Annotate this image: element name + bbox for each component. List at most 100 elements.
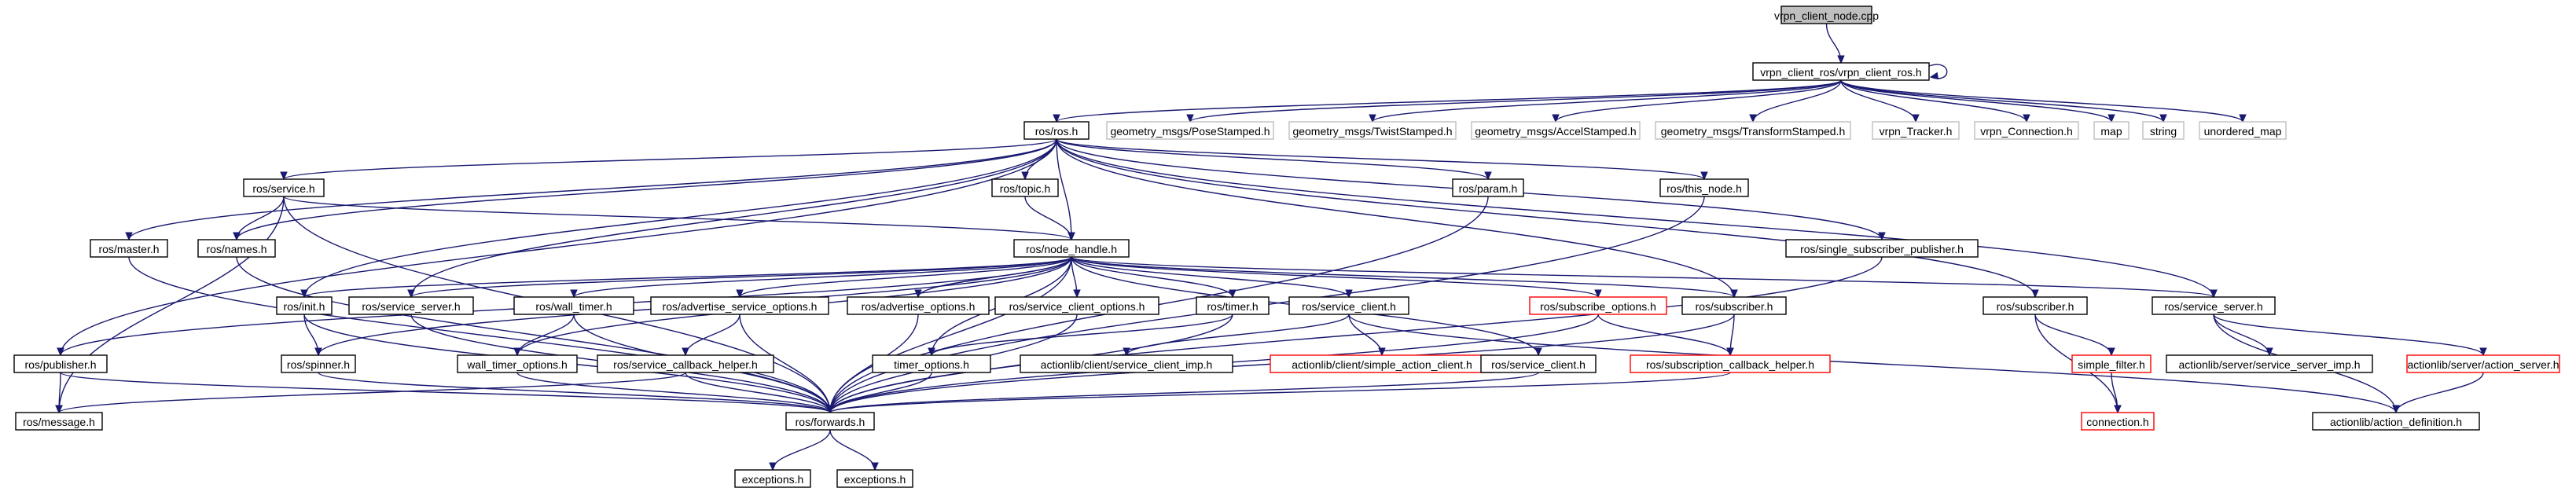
node-wto[interactable]: wall_timer_options.h <box>457 354 578 373</box>
edge-arrowhead <box>513 347 521 357</box>
node-box <box>13 354 108 373</box>
node-vcr[interactable]: vrpn_client_ros/vrpn_client_ros.h <box>1752 62 1930 81</box>
node-ao[interactable]: ros/advertise_options.h <box>847 296 990 315</box>
edge-master-to-fwd <box>128 256 834 414</box>
node-sserv1[interactable]: ros/service_server.h <box>348 296 474 315</box>
edge-fwd-to-exc1 <box>769 429 831 471</box>
node-thisnode[interactable]: ros/this_node.h <box>1659 178 1749 197</box>
edge-arrowhead <box>871 462 879 471</box>
node-label: ros/publisher.h <box>24 358 96 371</box>
edge-line <box>2395 372 2484 413</box>
node-sub1[interactable]: ros/subscriber.h <box>1681 296 1787 315</box>
node-label: geometry_msgs/TwistStamped.h <box>1292 125 1452 138</box>
node-box <box>1974 121 2079 140</box>
node-box <box>1780 6 1872 24</box>
edge-vcr-to-str <box>1840 79 2167 123</box>
node-label: map <box>2100 125 2122 138</box>
node-sco[interactable]: ros/service_client_options.h <box>994 296 1159 315</box>
node-exc1[interactable]: exceptions.h <box>734 469 811 488</box>
node-box <box>281 354 356 373</box>
node-acsac[interactable]: actionlib/client/simple_action_client.h <box>1270 354 1494 373</box>
node-sf[interactable]: simple_filter.h <box>2071 354 2152 373</box>
node-label: ros/topic.h <box>1000 182 1051 195</box>
node-subopt[interactable]: ros/subscribe_options.h <box>1529 296 1667 315</box>
node-timer[interactable]: ros/timer.h <box>1196 296 1270 315</box>
edge-ros-to-service <box>280 138 1057 181</box>
node-box <box>785 412 875 431</box>
node-box <box>991 178 1059 197</box>
edge-line <box>772 429 831 471</box>
node-spinner[interactable]: ros/spinner.h <box>281 354 356 373</box>
node-sc2[interactable]: ros/service_client.h <box>1480 354 1597 373</box>
edge-line <box>917 256 1072 298</box>
edge-arrowhead <box>1123 347 1130 357</box>
node-subcb[interactable]: ros/subscription_callback_helper.h <box>1630 354 1831 373</box>
edge-line <box>1056 138 1072 240</box>
node-label: unordered_map <box>2204 125 2282 138</box>
edge-line <box>236 256 831 413</box>
edge-line <box>829 429 876 471</box>
node-names[interactable]: ros/names.h <box>197 239 276 258</box>
edge-arrowhead <box>1229 289 1237 299</box>
edge-arrowhead <box>1878 232 1886 241</box>
edge-arrowhead <box>769 462 777 471</box>
node-param[interactable]: ros/param.h <box>1452 178 1524 197</box>
node-master[interactable]: ros/master.h <box>90 239 168 258</box>
edge-line <box>829 256 1072 413</box>
node-label: ros/subscriber.h <box>1696 300 1773 313</box>
node-acsci[interactable]: actionlib/client/service_client_imp.h <box>1020 354 1233 373</box>
node-msg[interactable]: ros/message.h <box>15 412 103 431</box>
edge-line <box>739 256 1072 298</box>
node-ssp[interactable]: ros/single_subscriber_publisher.h <box>1785 239 1979 258</box>
node-fwd[interactable]: ros/forwards.h <box>785 412 875 431</box>
node-aad[interactable]: actionlib/action_definition.h <box>2312 412 2480 431</box>
node-label: ros/forwards.h <box>796 416 865 428</box>
edge-line <box>58 372 686 413</box>
node-vcn: vrpn_Connection.h <box>1974 121 2079 140</box>
node-exc2[interactable]: exceptions.h <box>836 469 913 488</box>
node-box <box>1983 296 2088 315</box>
edge-aas-to-aad <box>2392 372 2484 414</box>
edge-line <box>1071 256 1735 298</box>
node-service[interactable]: ros/service.h <box>243 178 325 197</box>
node-box <box>1023 121 1090 140</box>
edge-arrowhead <box>1068 232 1075 241</box>
node-gts: geometry_msgs/TwistStamped.h <box>1288 121 1457 140</box>
node-aso[interactable]: ros/advertise_service_options.h <box>650 296 829 315</box>
node-label: connection.h <box>2086 416 2148 428</box>
edge-arrowhead <box>682 347 689 357</box>
node-label: actionlib/action_definition.h <box>2330 416 2462 428</box>
node-ros[interactable]: ros/ros.h <box>1023 121 1090 140</box>
edge-arrowhead <box>736 289 744 299</box>
node-label: actionlib/client/service_client_imp.h <box>1041 358 1213 371</box>
node-root[interactable]: vrpn_client_node.cpp <box>1774 6 1879 24</box>
node-label: ros/param.h <box>1459 182 1518 195</box>
node-sc1[interactable]: ros/service_client.h <box>1288 296 1409 315</box>
node-conn[interactable]: connection.h <box>2081 412 2155 431</box>
node-wt[interactable]: ros/wall_timer.h <box>513 296 634 315</box>
edge-ros-to-sserv2 <box>1056 138 2218 299</box>
node-aas[interactable]: actionlib/server/action_server.h <box>2406 354 2560 373</box>
edge-subcb-to-fwd <box>826 372 1731 414</box>
edge-arrowhead <box>1726 347 1734 357</box>
node-to[interactable]: timer_options.h <box>872 354 991 373</box>
node-sserv2[interactable]: ros/service_server.h <box>2152 296 2276 315</box>
node-topic[interactable]: ros/topic.h <box>991 178 1059 197</box>
node-sch[interactable]: ros/service_callback_helper.h <box>597 354 774 373</box>
edge-arrowhead <box>1749 114 1757 123</box>
node-label: ros/service_server.h <box>2164 300 2262 313</box>
node-nh[interactable]: ros/node_handle.h <box>1013 239 1130 258</box>
edge-line <box>1189 79 1842 123</box>
node-sub2[interactable]: ros/subscriber.h <box>1983 296 2088 315</box>
node-pub[interactable]: ros/publisher.h <box>13 354 108 373</box>
node-box <box>2406 354 2560 373</box>
edge-arrowhead <box>1021 171 1029 181</box>
edge-vcr-to-vcn <box>1840 79 2030 123</box>
node-box <box>847 296 990 315</box>
edge-nh-to-sub1 <box>1071 256 1738 299</box>
node-assi[interactable]: actionlib/server/service_server_imp.h <box>2166 354 2373 373</box>
node-init[interactable]: ros/init.h <box>276 296 333 315</box>
node-label: timer_options.h <box>894 358 969 371</box>
edge-line <box>1056 138 1489 180</box>
edge-arrowhead <box>300 289 308 299</box>
